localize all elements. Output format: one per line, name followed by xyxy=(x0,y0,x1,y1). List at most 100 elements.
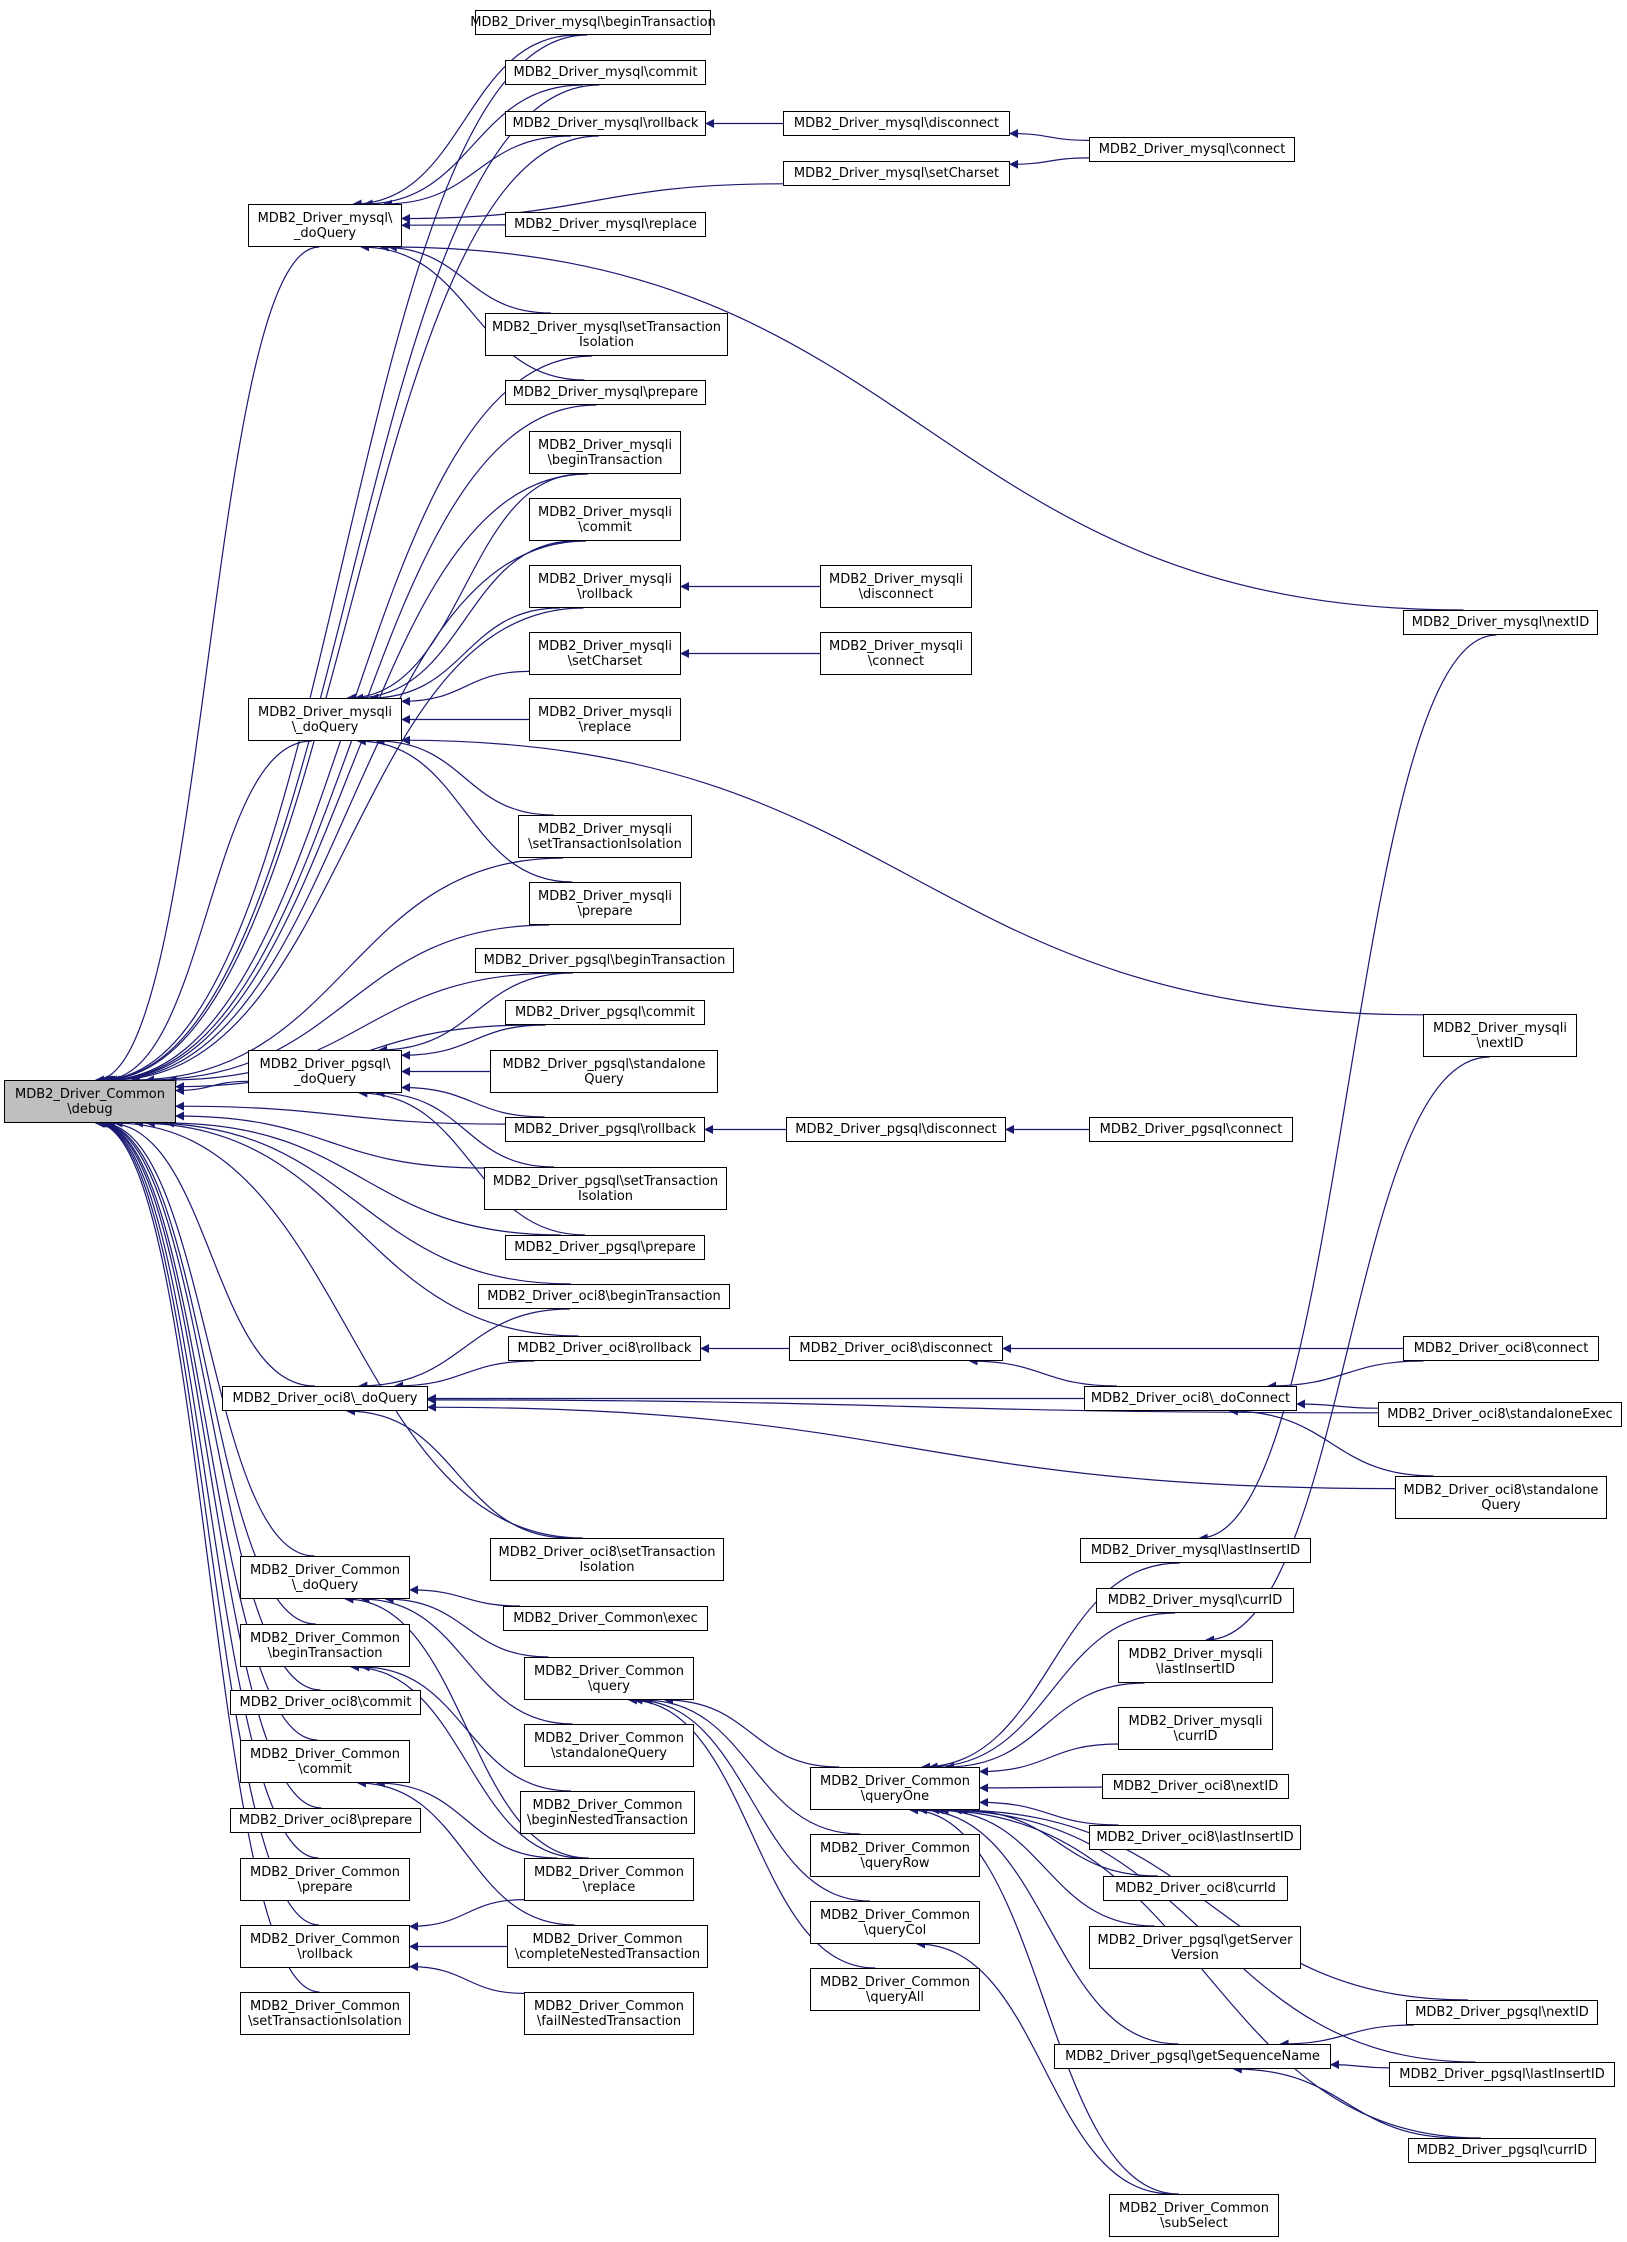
edge-pg_prepare-to-debug xyxy=(164,1118,561,1236)
node-pgsql-rollback[interactable]: MDB2_Driver_pgsql\rollback xyxy=(505,1117,705,1142)
node-oci8-connect[interactable]: MDB2_Driver_oci8\connect xyxy=(1403,1336,1599,1361)
node-mysql-rollback[interactable]: MDB2_Driver_mysql\rollback xyxy=(505,111,706,136)
edge-mi_begin-to-mi_do xyxy=(346,473,583,703)
node-mysql-replace[interactable]: MDB2_Driver_mysql\replace xyxy=(505,212,706,237)
node-oci8-curr-id[interactable]: MDB2_Driver_oci8\currId xyxy=(1103,1876,1288,1901)
node-common-query-one[interactable]: MDB2_Driver_Common \queryOne xyxy=(810,1767,980,1810)
node-oci8-next-id[interactable]: MDB2_Driver_oci8\nextID xyxy=(1102,1774,1289,1799)
node-pgsql-set-transaction-isolation[interactable]: MDB2_Driver_pgsql\setTransaction Isolati… xyxy=(484,1167,727,1210)
node-oci8-begin-transaction[interactable]: MDB2_Driver_oci8\beginTransaction xyxy=(478,1284,730,1309)
node-common-begin-nested-transaction[interactable]: MDB2_Driver_Common \beginNestedTransacti… xyxy=(520,1791,695,1834)
node-mysqli-do-query[interactable]: MDB2_Driver_mysqli \_doQuery xyxy=(248,698,402,741)
edge-pg_lastinsert-to-pg_getseq xyxy=(1330,2060,1390,2070)
node-mysql-disconnect[interactable]: MDB2_Driver_mysql\disconnect xyxy=(783,111,1010,136)
node-oci8-standalone-exec[interactable]: MDB2_Driver_oci8\standaloneExec xyxy=(1378,1402,1622,1427)
edge-co_replace-to-co_begin xyxy=(350,1662,583,1859)
node-oci8-prepare[interactable]: MDB2_Driver_oci8\prepare xyxy=(230,1808,421,1833)
node-mysqli-commit[interactable]: MDB2_Driver_mysqli \commit xyxy=(529,498,681,541)
node-mysql-begin-transaction[interactable]: MDB2_Driver_mysql\beginTransaction xyxy=(470,10,716,35)
node-oci8-disconnect[interactable]: MDB2_Driver_oci8\disconnect xyxy=(789,1336,1003,1361)
edge-oc_currid-to-co_queryone xyxy=(958,1805,1158,1877)
edge-my_connect-to-my_setcharset xyxy=(1009,157,1090,169)
node-common-do-query[interactable]: MDB2_Driver_Common \_doQuery xyxy=(240,1556,410,1599)
node-common-query-all[interactable]: MDB2_Driver_Common \queryAll xyxy=(810,1968,980,2011)
node-oci8-rollback[interactable]: MDB2_Driver_oci8\rollback xyxy=(508,1336,701,1361)
node-mysqli-curr-id[interactable]: MDB2_Driver_mysqli \currID xyxy=(1118,1707,1273,1750)
node-common-prepare[interactable]: MDB2_Driver_Common \prepare xyxy=(240,1858,410,1901)
edge-my_rollback-to-debug xyxy=(100,135,599,1085)
node-pgsql-get-server-version[interactable]: MDB2_Driver_pgsql\getServer Version xyxy=(1089,1926,1301,1969)
node-common-commit[interactable]: MDB2_Driver_Common \commit xyxy=(240,1740,410,1783)
node-common-set-transaction-isolation[interactable]: MDB2_Driver_Common \setTransactionIsolat… xyxy=(240,1992,410,2035)
node-mysql-prepare[interactable]: MDB2_Driver_mysql\prepare xyxy=(505,380,706,405)
edge-pg_begin-to-pg_do xyxy=(378,972,574,1055)
node-pgsql-commit[interactable]: MDB2_Driver_pgsql\commit xyxy=(505,1000,705,1025)
node-common-query-col[interactable]: MDB2_Driver_Common \queryCol xyxy=(810,1901,980,1944)
node-mysqli-next-id[interactable]: MDB2_Driver_mysqli \nextID xyxy=(1423,1014,1577,1057)
node-mysql-set-transaction-isolation[interactable]: MDB2_Driver_mysql\setTransaction Isolati… xyxy=(485,313,728,356)
node-pgsql-next-id[interactable]: MDB2_Driver_pgsql\nextID xyxy=(1406,2000,1598,2025)
node-pgsql-do-query[interactable]: MDB2_Driver_pgsql\ _doQuery xyxy=(248,1050,402,1093)
node-pgsql-standalone-query[interactable]: MDB2_Driver_pgsql\standalone Query xyxy=(490,1050,718,1093)
node-pgsql-disconnect[interactable]: MDB2_Driver_pgsql\disconnect xyxy=(786,1117,1006,1142)
node-common-standalone-query[interactable]: MDB2_Driver_Common \standaloneQuery xyxy=(524,1724,694,1767)
edge-my_commit-to-debug xyxy=(99,84,600,1085)
node-oci8-do-connect[interactable]: MDB2_Driver_oci8\_doConnect xyxy=(1084,1386,1297,1411)
node-oci8-commit[interactable]: MDB2_Driver_oci8\commit xyxy=(230,1690,421,1715)
node-common-exec[interactable]: MDB2_Driver_Common\exec xyxy=(503,1606,708,1631)
edge-co_standalone-to-co_do xyxy=(360,1594,573,1725)
edge-mi_currid-to-co_queryone xyxy=(979,1743,1119,1776)
node-mysqli-connect[interactable]: MDB2_Driver_mysqli \connect xyxy=(820,632,972,675)
node-mysqli-last-insert-id[interactable]: MDB2_Driver_mysqli \lastInsertID xyxy=(1118,1640,1273,1683)
edge-pg_prepare-to-pg_do xyxy=(358,1088,586,1236)
edge-pg_settrans-to-debug xyxy=(175,1111,485,1169)
node-mysqli-replace[interactable]: MDB2_Driver_mysqli \replace xyxy=(529,698,681,741)
edge-my_prepare-to-my_do xyxy=(360,242,585,381)
node-mysql-next-id[interactable]: MDB2_Driver_mysql\nextID xyxy=(1403,610,1598,635)
edge-mi_settrans-to-debug xyxy=(130,857,564,1085)
node-mysqli-prepare[interactable]: MDB2_Driver_mysqli \prepare xyxy=(529,882,681,925)
node-mysqli-set-transaction-isolation[interactable]: MDB2_Driver_mysqli \setTransactionIsolat… xyxy=(518,815,692,858)
node-oci8-do-query[interactable]: MDB2_Driver_oci8\_doQuery xyxy=(222,1386,428,1411)
edge-my_lastinsert-to-co_queryone xyxy=(921,1562,1180,1772)
node-oci8-set-transaction-isolation[interactable]: MDB2_Driver_oci8\setTransaction Isolatio… xyxy=(490,1538,724,1581)
node-common-debug[interactable]: MDB2_Driver_Common \debug xyxy=(4,1080,176,1123)
edge-pg_getserver-to-co_queryone xyxy=(934,1805,1155,1927)
node-mysql-do-query[interactable]: MDB2_Driver_mysql\ _doQuery xyxy=(248,204,402,247)
node-common-query[interactable]: MDB2_Driver_Common \query xyxy=(524,1657,694,1700)
node-pgsql-curr-id[interactable]: MDB2_Driver_pgsql\currID xyxy=(1408,2138,1596,2163)
node-common-fail-nested-transaction[interactable]: MDB2_Driver_Common \failNestedTransactio… xyxy=(524,1992,694,2035)
edge-mi_begin-to-debug xyxy=(106,473,588,1085)
node-common-rollback[interactable]: MDB2_Driver_Common \rollback xyxy=(240,1925,410,1968)
edge-co_querycol-to-co_query xyxy=(633,1695,870,1902)
node-mysql-last-insert-id[interactable]: MDB2_Driver_mysql\lastInsertID xyxy=(1080,1538,1311,1563)
edge-oc_connect-to-oc_doconnect xyxy=(1267,1360,1424,1391)
node-pgsql-last-insert-id[interactable]: MDB2_Driver_pgsql\lastInsertID xyxy=(1389,2062,1615,2087)
node-oci8-standalone-query[interactable]: MDB2_Driver_oci8\standalone Query xyxy=(1395,1476,1607,1519)
node-pgsql-connect[interactable]: MDB2_Driver_pgsql\connect xyxy=(1089,1117,1293,1142)
edge-co_do-to-debug xyxy=(99,1118,315,1557)
node-mysqli-set-charset[interactable]: MDB2_Driver_mysqli \setCharset xyxy=(529,632,681,675)
node-oci8-last-insert-id[interactable]: MDB2_Driver_oci8\lastInsertID xyxy=(1089,1825,1301,1850)
node-mysql-connect[interactable]: MDB2_Driver_mysql\connect xyxy=(1089,137,1295,162)
node-common-sub-select[interactable]: MDB2_Driver_Common \subSelect xyxy=(1109,2194,1279,2237)
node-common-query-row[interactable]: MDB2_Driver_Common \queryRow xyxy=(810,1834,980,1877)
node-pgsql-get-sequence-name[interactable]: MDB2_Driver_pgsql\getSequenceName xyxy=(1054,2044,1331,2069)
node-mysqli-rollback[interactable]: MDB2_Driver_mysqli \rollback xyxy=(529,565,681,608)
node-common-begin-transaction[interactable]: MDB2_Driver_Common \beginTransaction xyxy=(240,1624,410,1667)
node-pgsql-prepare[interactable]: MDB2_Driver_pgsql\prepare xyxy=(505,1235,705,1260)
node-common-replace[interactable]: MDB2_Driver_Common \replace xyxy=(524,1858,694,1901)
edge-my_rollback-to-my_do xyxy=(383,135,572,209)
edge-co_begin-to-debug xyxy=(98,1118,316,1625)
node-pgsql-begin-transaction[interactable]: MDB2_Driver_pgsql\beginTransaction xyxy=(475,948,734,973)
node-mysqli-begin-transaction[interactable]: MDB2_Driver_mysqli \beginTransaction xyxy=(529,431,681,474)
edge-my_do-to-debug xyxy=(94,246,320,1085)
node-mysql-set-charset[interactable]: MDB2_Driver_mysql\setCharset xyxy=(783,161,1010,186)
node-common-complete-nested-transaction[interactable]: MDB2_Driver_Common \completeNestedTransa… xyxy=(507,1925,708,1968)
node-mysql-curr-id[interactable]: MDB2_Driver_mysql\currID xyxy=(1096,1588,1294,1613)
node-mysqli-disconnect[interactable]: MDB2_Driver_mysqli \disconnect xyxy=(820,565,972,608)
edge-oc_begin-to-debug xyxy=(145,1118,572,1285)
node-mysql-commit[interactable]: MDB2_Driver_mysql\commit xyxy=(505,60,706,85)
edge-my_begin-to-my_do xyxy=(352,34,577,209)
edge-co_replace-to-co_commit xyxy=(375,1778,558,1859)
